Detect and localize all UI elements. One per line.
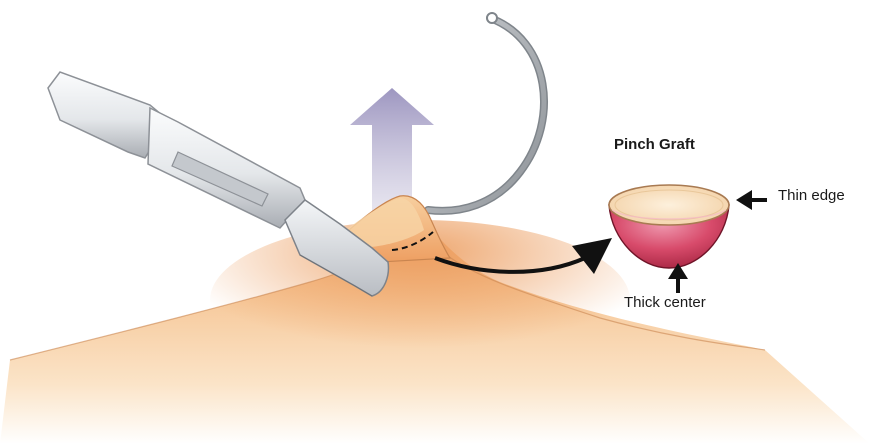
graft-bowl: [609, 185, 729, 268]
thin-edge-arrow-icon: [736, 190, 767, 210]
scalpel-icon: [48, 72, 388, 296]
scalpel-shank: [148, 108, 305, 228]
thick-center-label: Thick center: [624, 294, 706, 311]
curved-needle-icon: [428, 13, 544, 211]
thin-edge-label: Thin edge: [778, 187, 845, 204]
graft-title: Pinch Graft: [614, 136, 695, 153]
